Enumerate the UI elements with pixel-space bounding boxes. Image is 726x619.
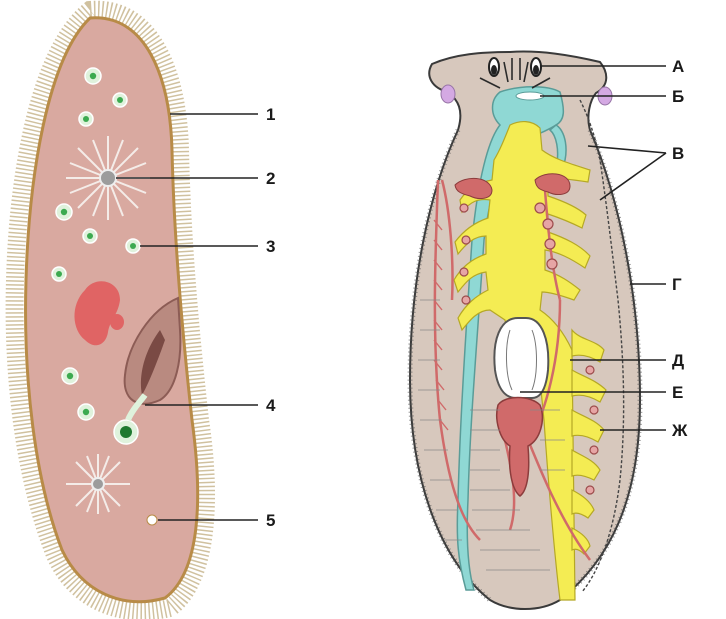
label-B: Б bbox=[672, 87, 684, 106]
pharynx bbox=[494, 318, 548, 398]
label-5: 5 bbox=[266, 511, 275, 530]
label-V: В bbox=[672, 144, 684, 163]
contractile-vacuole-bottom bbox=[66, 454, 130, 514]
auricle-left bbox=[441, 85, 455, 103]
cytoproct bbox=[147, 515, 157, 525]
label-4: 4 bbox=[266, 396, 276, 415]
label-1: 1 bbox=[266, 105, 275, 124]
micronucleus bbox=[110, 314, 124, 330]
paramecium-figure bbox=[15, 10, 206, 612]
label-G: Г bbox=[672, 275, 682, 294]
label-A: А bbox=[672, 57, 684, 76]
label-D: Д bbox=[672, 351, 684, 370]
cerebral-ganglion bbox=[516, 92, 544, 100]
planaria-figure bbox=[410, 52, 640, 609]
planaria-labels: А Б В Г Д Е Ж bbox=[671, 57, 688, 440]
label-3: 3 bbox=[266, 237, 275, 256]
label-Zh: Ж bbox=[671, 421, 688, 440]
label-E: Е bbox=[672, 383, 683, 402]
label-2: 2 bbox=[266, 169, 275, 188]
paramecium-labels: 1 2 3 4 5 bbox=[266, 105, 276, 530]
